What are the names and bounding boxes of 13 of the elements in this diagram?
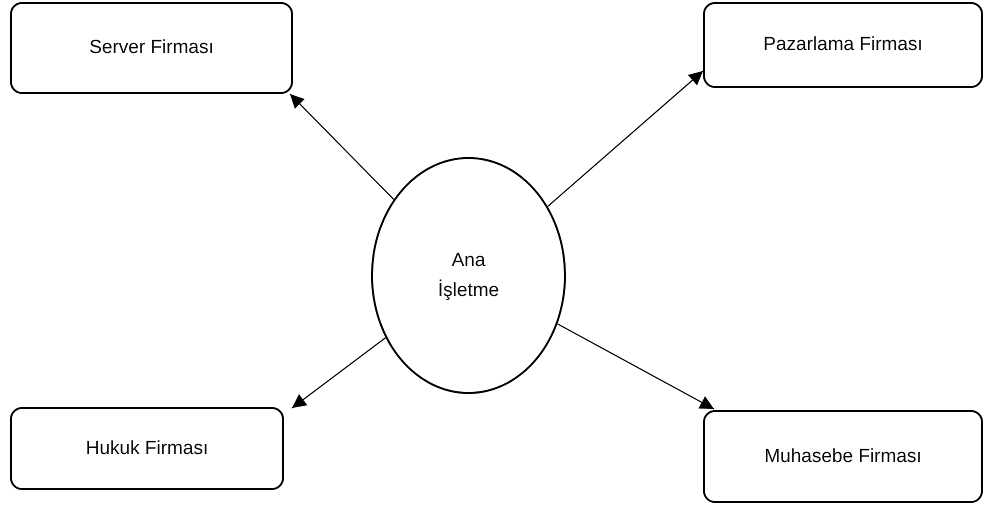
arrow [547,70,704,207]
rounded-box [10,2,293,94]
arrow [290,94,394,200]
node-label: Pazarlama Firması [763,33,923,58]
node-label: Muhasebe Firması [764,444,922,469]
node-label: Ana İşletme [436,249,500,302]
rounded-box [703,410,983,503]
node-label: Hukuk Firması [86,436,208,461]
node-label: Server Firması [89,36,214,60]
rounded-box [703,2,983,88]
rounded-box [10,407,284,490]
arrow [557,323,714,410]
arrow [292,337,386,408]
